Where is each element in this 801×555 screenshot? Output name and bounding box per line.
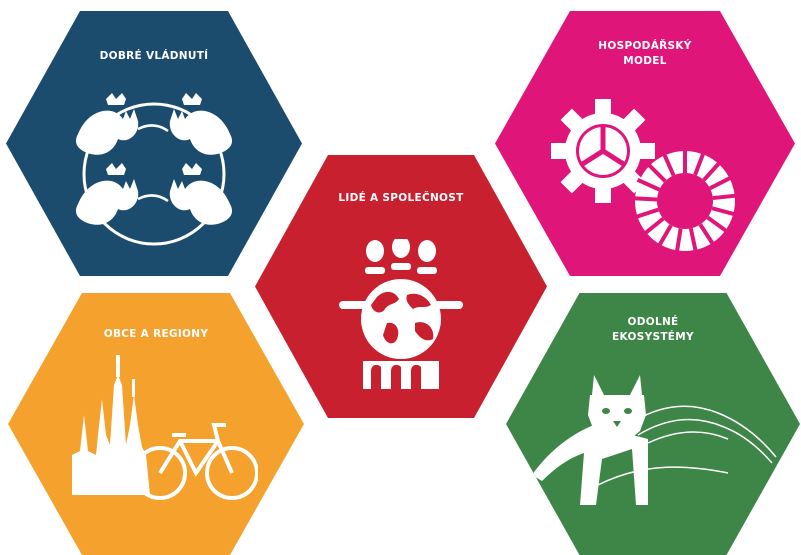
gears-icon [545, 96, 745, 256]
tile-resilient-ecosystems[interactable]: ODOLNÉ EKOSYSTÉMY [506, 293, 800, 555]
tile-title: HOSPODÁŘSKÝ MODEL [598, 40, 692, 67]
tile-title: ODOLNÉ EKOSYSTÉMY [612, 316, 694, 343]
tile-title: OBCE A REGIONY [103, 328, 209, 340]
tile-title: LIDÉ A SPOLEČNOST [338, 192, 464, 204]
people-globe-bridge-icon [335, 239, 467, 389]
tile-title: DOBRÉ VLÁDNUTÍ [99, 50, 209, 62]
city-bicycle-icon [68, 355, 258, 503]
lynx-landscape-icon [528, 365, 788, 515]
tile-municipalities-and-regions[interactable]: OBCE A REGIONY [8, 293, 304, 555]
tile-economic-model[interactable]: HOSPODÁŘSKÝ MODEL [495, 11, 795, 276]
lions-crest-icon [68, 89, 240, 249]
tile-good-governance[interactable]: DOBRÉ VLÁDNUTÍ [6, 11, 302, 276]
tile-people-and-society[interactable]: LIDÉ A SPOLEČNOST [255, 155, 547, 418]
